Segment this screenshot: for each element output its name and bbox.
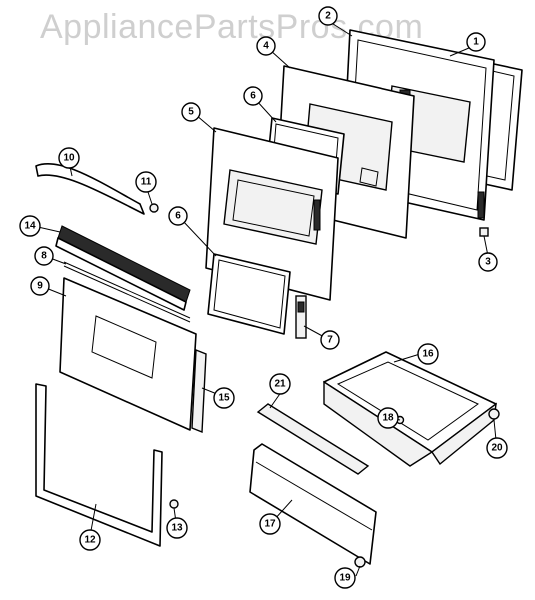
callout-10-label: 10 bbox=[63, 153, 75, 164]
callout-14: 14 bbox=[19, 215, 41, 237]
callout-1: 1 bbox=[466, 32, 486, 52]
part-17-drawer-front-panel bbox=[249, 443, 377, 565]
callout-13: 13 bbox=[166, 517, 188, 539]
callout-5-label: 5 bbox=[188, 107, 194, 118]
callout-5: 5 bbox=[181, 102, 201, 122]
callout-19: 19 bbox=[334, 567, 356, 589]
part-16-drawer-tray bbox=[323, 351, 497, 467]
callout-4: 4 bbox=[256, 36, 276, 56]
callout-6a: 6 bbox=[243, 86, 263, 106]
part-12-drawer-frame bbox=[35, 383, 163, 547]
callout-14-label: 14 bbox=[24, 221, 36, 232]
callout-16-label: 16 bbox=[422, 349, 434, 360]
part-9-door-front-panel bbox=[59, 277, 197, 431]
callout-15-label: 15 bbox=[218, 393, 230, 404]
part-7-door-hinge bbox=[295, 295, 307, 339]
callout-9: 9 bbox=[30, 276, 50, 296]
callout-3: 3 bbox=[478, 252, 498, 272]
callout-3-label: 3 bbox=[485, 257, 491, 268]
part-8-gasket-strip bbox=[63, 261, 191, 323]
part-21-drawer-rail bbox=[256, 403, 370, 475]
callout-17: 17 bbox=[259, 513, 281, 535]
part-3-clip bbox=[479, 227, 489, 237]
callout-11-label: 11 bbox=[141, 177, 152, 188]
callout-10: 10 bbox=[58, 147, 80, 169]
callout-8: 8 bbox=[34, 246, 54, 266]
callout-17-label: 17 bbox=[264, 519, 276, 530]
callout-21-label: 21 bbox=[274, 379, 286, 390]
callout-7-label: 7 bbox=[327, 335, 333, 346]
callout-20: 20 bbox=[486, 437, 508, 459]
callout-4-label: 4 bbox=[263, 41, 269, 52]
callout-1-label: 1 bbox=[473, 37, 479, 48]
callout-16: 16 bbox=[417, 343, 439, 365]
part-14-vent-trim bbox=[55, 225, 191, 311]
callout-21: 21 bbox=[269, 373, 291, 395]
callout-15: 15 bbox=[213, 387, 235, 409]
callout-6b-label: 6 bbox=[175, 211, 181, 222]
part-10-door-handle bbox=[35, 163, 145, 215]
part-13-screw bbox=[169, 499, 179, 509]
part-11-handle-screw bbox=[149, 203, 159, 213]
callout-8-label: 8 bbox=[41, 251, 47, 262]
callout-19-label: 19 bbox=[339, 573, 351, 584]
callout-2-label: 2 bbox=[325, 11, 331, 22]
callout-11: 11 bbox=[135, 171, 157, 193]
callout-13-label: 13 bbox=[171, 523, 183, 534]
part-19-leveling-foot bbox=[354, 556, 366, 568]
callout-2: 2 bbox=[318, 6, 338, 26]
part-6-lower-glass-pane bbox=[207, 253, 291, 335]
callout-18-label: 18 bbox=[382, 413, 394, 424]
part-5-door-liner bbox=[205, 127, 339, 301]
part-15-side-trim bbox=[191, 348, 207, 434]
callout-7: 7 bbox=[320, 330, 340, 350]
callout-9-label: 9 bbox=[37, 281, 43, 292]
callout-18: 18 bbox=[377, 407, 399, 429]
callout-12-label: 12 bbox=[84, 535, 96, 546]
callout-12: 12 bbox=[79, 529, 101, 551]
callout-20-label: 20 bbox=[491, 443, 503, 454]
callout-6b: 6 bbox=[168, 206, 188, 226]
part-20-roller bbox=[488, 408, 500, 420]
callout-6a-label: 6 bbox=[250, 91, 256, 102]
